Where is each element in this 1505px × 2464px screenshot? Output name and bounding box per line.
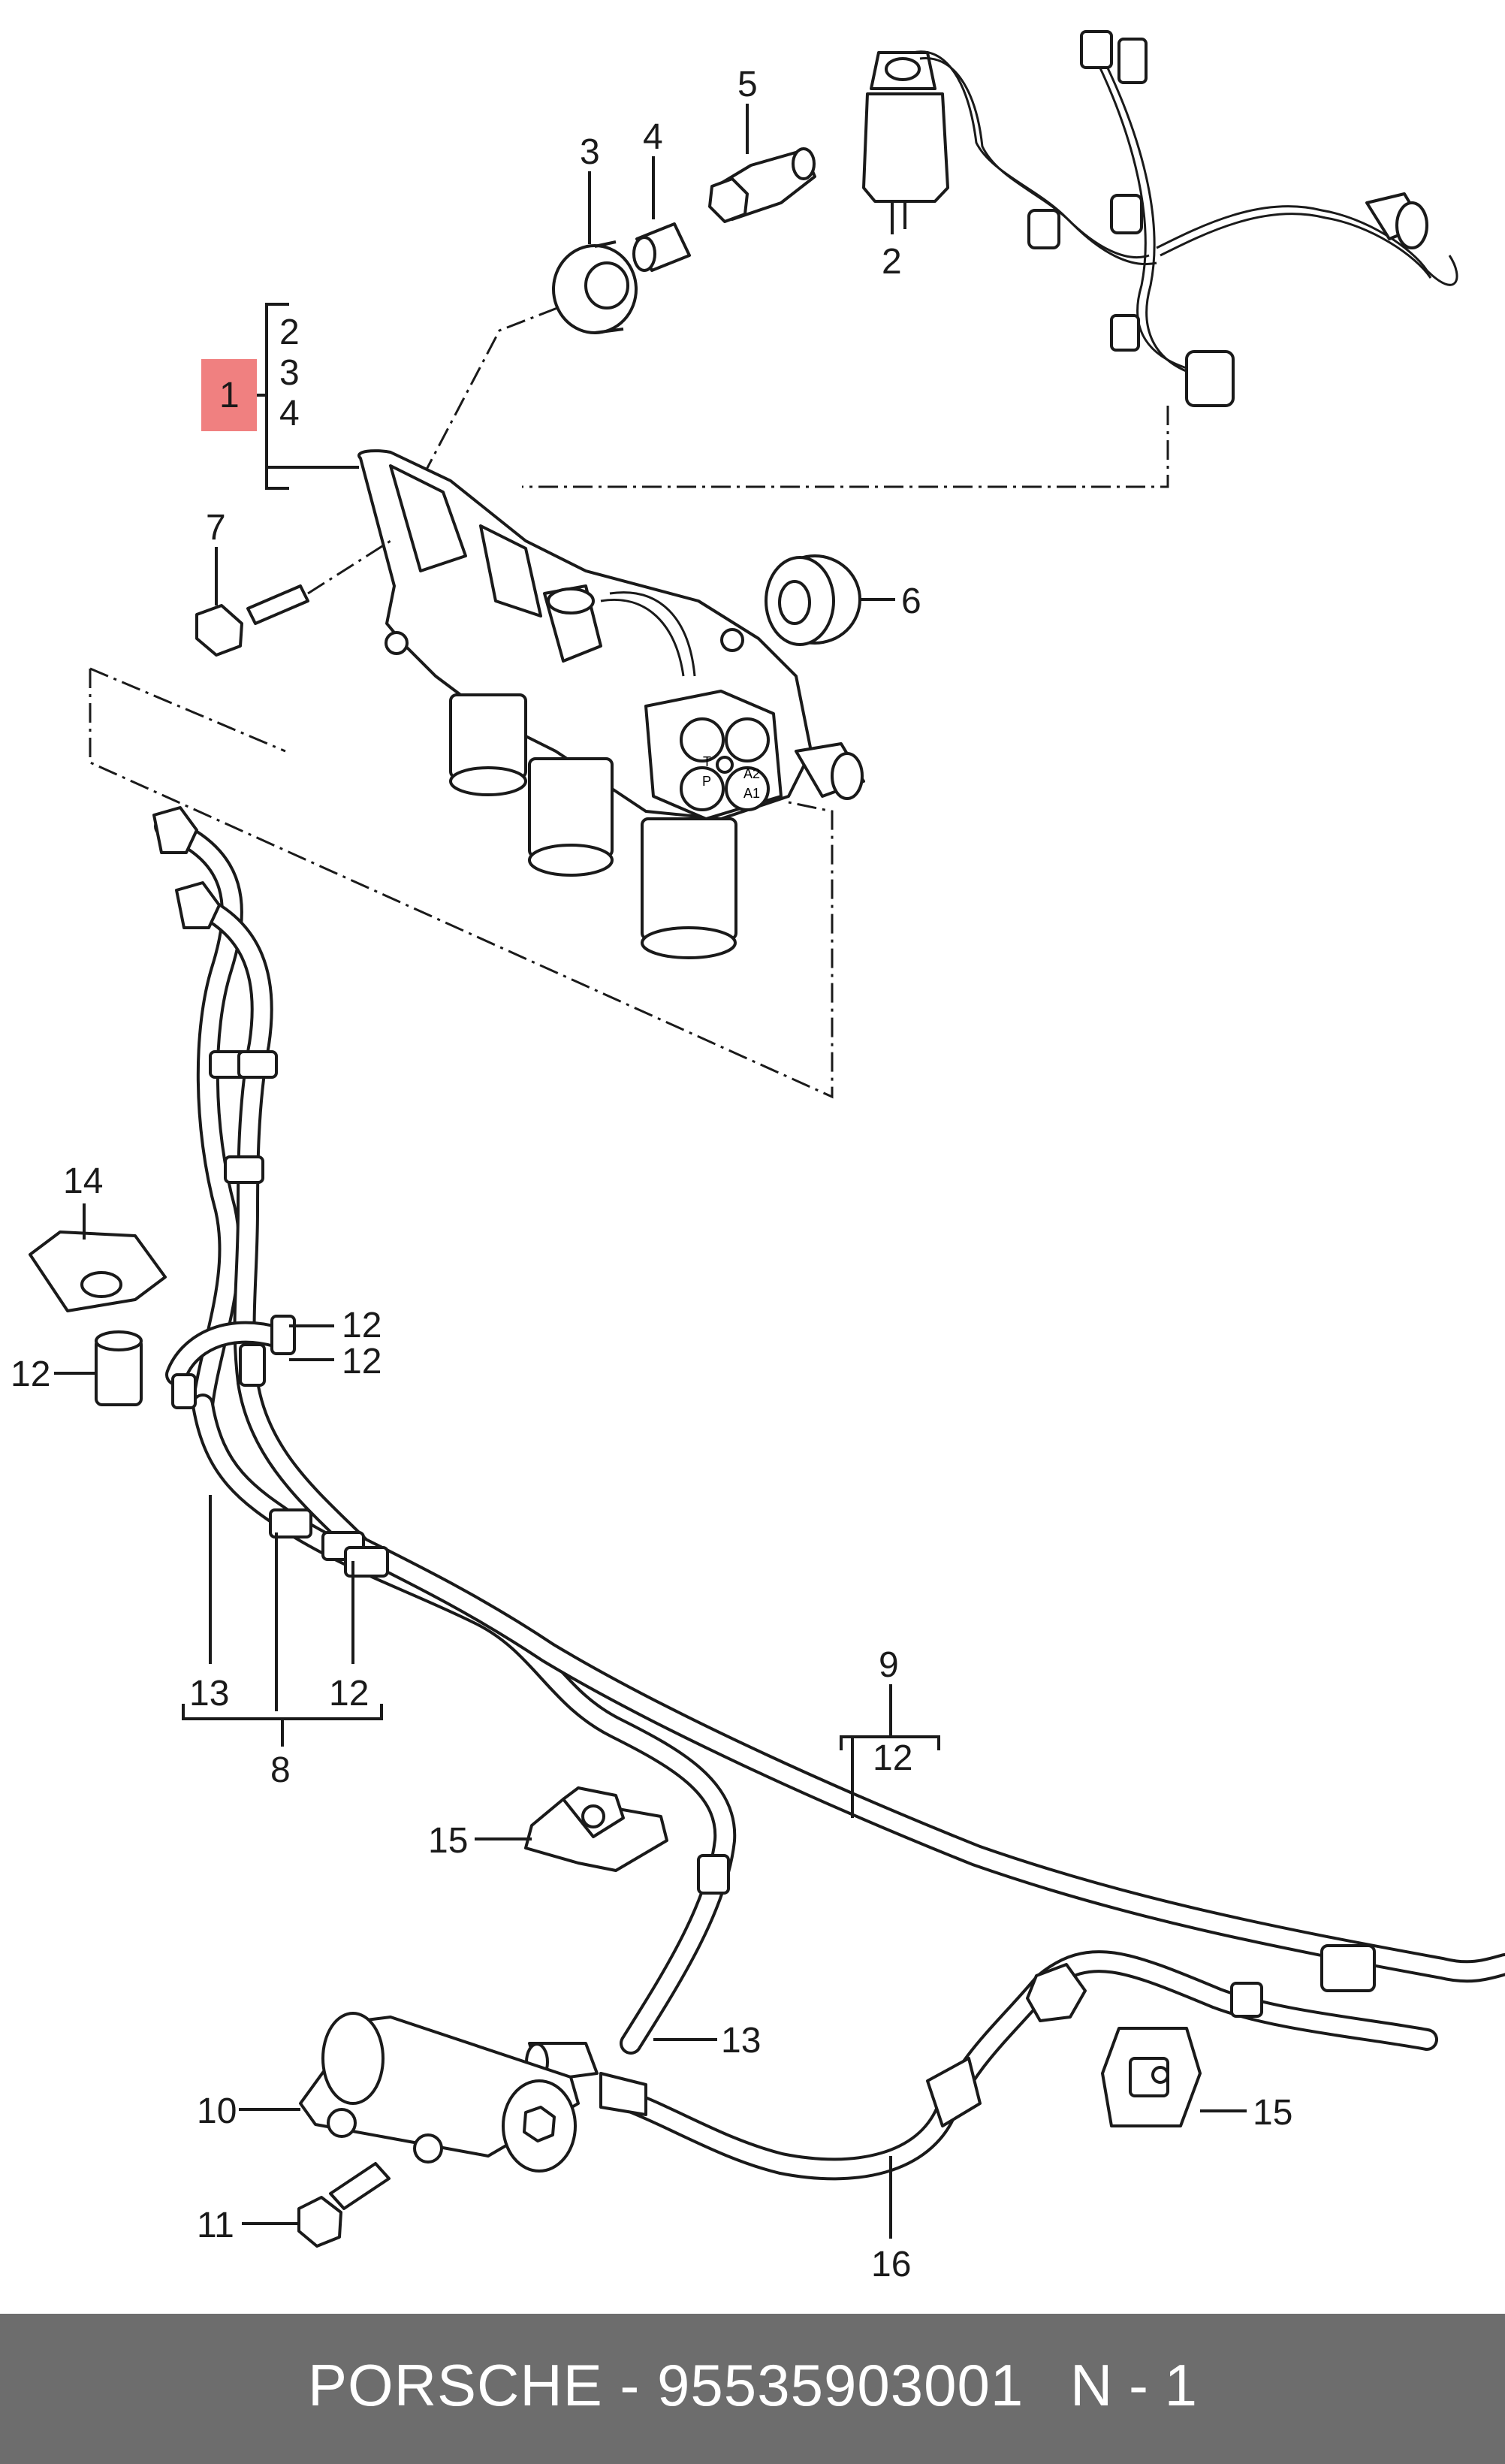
callout-12-e: 12 (873, 1738, 912, 1778)
callout-12-d: 12 (329, 1674, 369, 1714)
parts-diagram: 1 2 3 4 3 4 5 2 (11, 30, 1505, 2284)
callout-4-group: 4 (279, 394, 300, 433)
callout-16: 16 (871, 2245, 911, 2284)
callout-4: 4 (643, 117, 663, 157)
part-11-bolt (297, 2162, 391, 2248)
brand-part-number: PORSCHE - 95535903001 (308, 2352, 1024, 2418)
highlight-box (201, 359, 257, 431)
part-6-grommet (765, 554, 861, 646)
callout-3-group: 3 (279, 353, 300, 393)
callout-1: 1 (219, 376, 240, 415)
part-1-valve-block (357, 449, 865, 959)
callout-2-group: 2 (279, 313, 300, 352)
callout-8: 8 (270, 1750, 291, 1790)
valve-port-t: T (703, 754, 711, 769)
callout-11: 11 (197, 2206, 234, 2245)
callout-10: 10 (197, 2091, 237, 2131)
callout-13-a: 13 (189, 1674, 229, 1714)
part-5-fitting (708, 147, 816, 223)
valve-port-a1: A1 (743, 786, 760, 801)
wiring-harness (912, 30, 1458, 407)
part-2-sensor (862, 51, 949, 229)
callout-12-c: 12 (342, 1342, 382, 1381)
valve-port-a2: A2 (743, 766, 760, 781)
callout-15-a: 15 (428, 1821, 468, 1861)
valve-port-p: P (702, 774, 711, 789)
hose-assembly-8 (152, 806, 1505, 2055)
callout-12-a: 12 (11, 1354, 50, 1394)
group-bracket-8 (182, 1495, 383, 1747)
callout-7: 7 (206, 508, 226, 548)
callout-9: 9 (879, 1645, 899, 1685)
callout-6: 6 (901, 581, 921, 621)
part-15-clip-a (524, 1786, 668, 1872)
page-indicator: N - 1 (1070, 2352, 1198, 2418)
part-3-grommet (552, 240, 638, 334)
callout-2: 2 (882, 242, 902, 282)
group-bracket-9 (840, 1684, 940, 1818)
group-bracket-1 (201, 303, 359, 490)
callout-3: 3 (580, 132, 600, 172)
part-10-accumulator (299, 2012, 580, 2173)
callout-15-b: 15 (1253, 2093, 1292, 2133)
part-14-clip (29, 1230, 167, 1312)
part-12-sleeve (95, 1330, 143, 1406)
part-number-footer: PORSCHE - 95535903001 N - 1 (0, 2314, 1505, 2464)
hose-16 (599, 1950, 1438, 2181)
part-15-clip-b (1101, 2027, 1202, 2127)
callout-12-b: 12 (342, 1306, 382, 1345)
callout-14: 14 (63, 1161, 103, 1201)
part-7-bolt (195, 584, 309, 657)
part-4-sleeve (632, 222, 691, 272)
callout-13-b: 13 (721, 2021, 761, 2061)
callout-5: 5 (737, 65, 758, 104)
